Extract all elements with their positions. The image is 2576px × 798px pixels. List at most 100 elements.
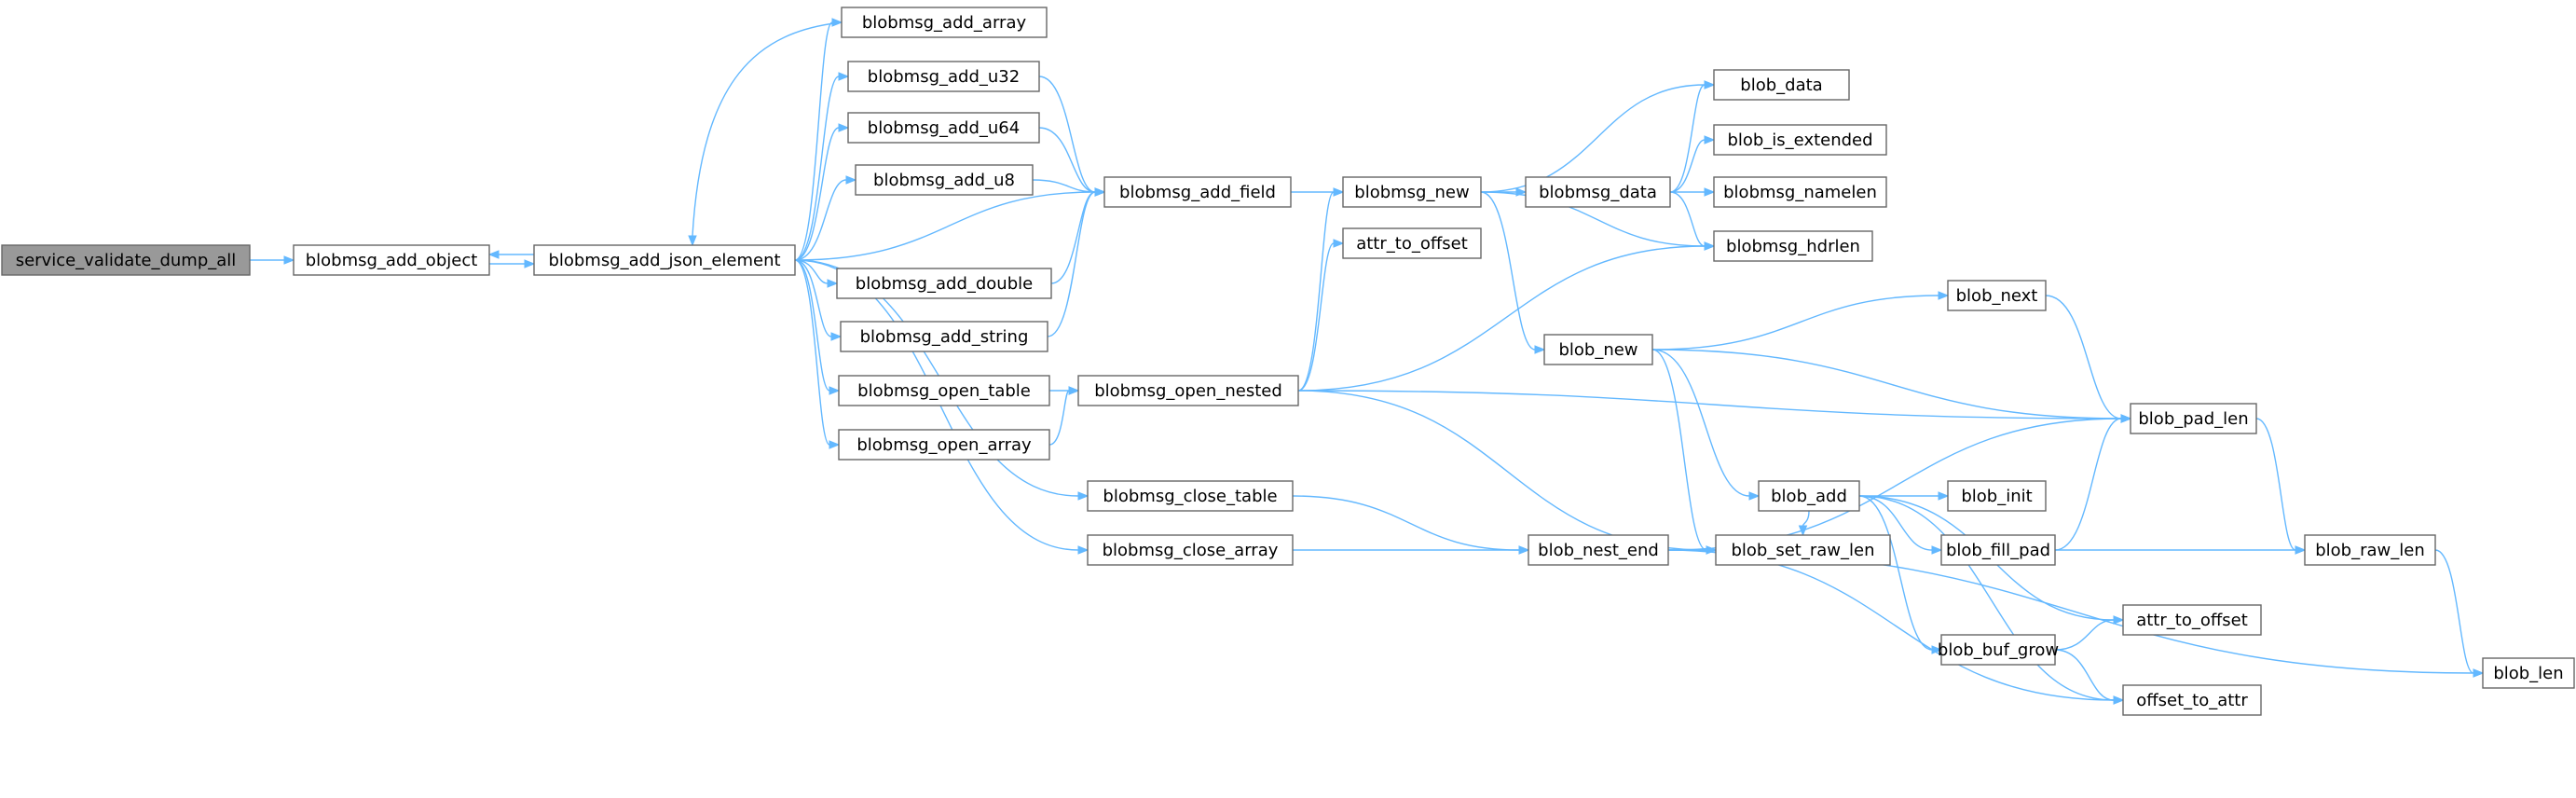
edge-blobmsg-add-json-element-to-blobmsg-open-array xyxy=(794,259,841,449)
node-label: blobmsg_add_field xyxy=(1119,183,1276,202)
node-blobmsg-add-object[interactable]: blobmsg_add_object xyxy=(293,244,490,276)
edge-blobmsg-open-nested-to-blob-pad-len xyxy=(1297,390,2132,423)
edge-blobmsg-add-json-element-to-blobmsg-close-array xyxy=(794,259,1089,555)
edge-blob-pad-len-to-blob-raw-len xyxy=(2255,418,2307,555)
node-blob-buf-grow[interactable]: blob_buf_grow xyxy=(1938,634,2059,666)
node-offset-to-attr[interactable]: offset_to_attr xyxy=(2122,684,2262,716)
node-blobmsg-hdrlen[interactable]: blobmsg_hdrlen xyxy=(1713,230,1873,262)
edge-blob-buf-grow-to-attr-to-offset xyxy=(2054,615,2125,651)
node-label: blobmsg_close_table xyxy=(1103,487,1277,506)
edge-blobmsg-open-array-to-blobmsg-open-nested xyxy=(1048,386,1080,446)
node-label: offset_to_attr xyxy=(2136,691,2248,710)
node-box xyxy=(1713,69,1850,101)
node-blob-new[interactable]: blob_new xyxy=(1543,334,1653,365)
edge-blob-fill-pad-to-blob-raw-len xyxy=(2055,545,2307,555)
node-blob-fill-pad[interactable]: blob_fill_pad xyxy=(1940,534,2056,566)
node-blob-raw-len[interactable]: blob_raw_len xyxy=(2304,534,2436,566)
edge-blobmsg-add-string-to-blobmsg-add-field xyxy=(1047,187,1106,337)
node-attr-to-offset[interactable]: attr_to_offset xyxy=(1342,227,1482,259)
node-box xyxy=(533,244,796,276)
node-box xyxy=(1713,176,1887,208)
node-blobmsg-add-string[interactable]: blobmsg_add_string xyxy=(840,321,1048,352)
node-box xyxy=(1947,280,2047,311)
node-blobmsg-new[interactable]: blobmsg_new xyxy=(1342,176,1482,208)
node-label: blobmsg_add_u32 xyxy=(868,67,1020,87)
node-label: blobmsg_add_json_element xyxy=(548,251,780,270)
node-blob-is-extended[interactable]: blob_is_extended xyxy=(1713,124,1887,156)
edge-blobmsg-new-to-blob-data xyxy=(1480,80,1716,193)
node-label: blob_buf_grow xyxy=(1938,640,2059,660)
node-blobmsg-add-field[interactable]: blobmsg_add_field xyxy=(1103,176,1292,208)
node-label: blob_data xyxy=(1740,76,1822,95)
node-box xyxy=(1077,375,1299,406)
edge-blob-new-to-blob-next xyxy=(1651,291,1950,351)
edge-blob-buf-grow-to-offset-to-attr xyxy=(2054,649,2125,705)
edge-blob-new-to-blob-set-raw-len xyxy=(1651,349,1718,555)
node-label: blob_add xyxy=(1771,487,1847,506)
node-blob-len[interactable]: blob_len xyxy=(2482,657,2575,689)
node-blob-data[interactable]: blob_data xyxy=(1713,69,1850,101)
node-blobmsg-close-table[interactable]: blobmsg_close_table xyxy=(1087,480,1294,512)
node-label: blobmsg_data xyxy=(1539,183,1657,202)
node-box xyxy=(2130,403,2257,434)
node-label: blob_nest_end xyxy=(1538,541,1659,560)
edge-blobmsg-add-json-element-to-blobmsg-add-u8 xyxy=(794,175,857,261)
node-box xyxy=(841,7,1048,38)
node-blob-nest-end[interactable]: blob_nest_end xyxy=(1528,534,1669,566)
node-blobmsg-add-u32[interactable]: blobmsg_add_u32 xyxy=(847,61,1040,92)
edge-blobmsg-data-to-blobmsg-hdrlen xyxy=(1669,191,1716,251)
node-box xyxy=(1940,634,2056,666)
node-box xyxy=(836,268,1052,299)
node-label: blob_raw_len xyxy=(2315,541,2425,560)
edge-blob-raw-len-to-blob-len xyxy=(2434,549,2485,678)
node-label: blob_next xyxy=(1956,286,2038,306)
node-box xyxy=(847,112,1040,144)
node-blob-pad-len[interactable]: blob_pad_len xyxy=(2130,403,2257,434)
node-blob-next[interactable]: blob_next xyxy=(1947,280,2047,311)
node-label: blobmsg_new xyxy=(1354,183,1469,202)
edge-blob-new-to-blob-pad-len xyxy=(1651,349,2132,423)
node-box xyxy=(1543,334,1653,365)
node-attr-to-offset[interactable]: attr_to_offset xyxy=(2122,604,2262,636)
edge-blobmsg-open-nested-to-attr-to-offset xyxy=(1297,239,1345,392)
node-blobmsg-open-nested[interactable]: blobmsg_open_nested xyxy=(1077,375,1299,406)
node-blob-set-raw-len[interactable]: blob_set_raw_len xyxy=(1715,534,1891,566)
node-blobmsg-data[interactable]: blobmsg_data xyxy=(1525,176,1671,208)
node-blobmsg-add-json-element[interactable]: blobmsg_add_json_element xyxy=(533,244,796,276)
node-blobmsg-add-array[interactable]: blobmsg_add_array xyxy=(841,7,1048,38)
edge-blob-add-to-blob-set-raw-len xyxy=(1798,510,1810,537)
node-label: service_validate_dump_all xyxy=(16,251,237,270)
node-box xyxy=(1,244,251,276)
edge-blobmsg-add-json-element-to-blobmsg-add-object xyxy=(487,250,534,259)
node-box xyxy=(1087,480,1294,512)
node-box xyxy=(1525,176,1671,208)
node-box xyxy=(1713,124,1887,156)
edge-blobmsg-data-to-blobmsg-namelen xyxy=(1670,187,1716,197)
node-box xyxy=(1713,230,1873,262)
node-blobmsg-open-table[interactable]: blobmsg_open_table xyxy=(838,375,1050,406)
node-blob-add[interactable]: blob_add xyxy=(1758,480,1860,512)
node-label: blobmsg_open_table xyxy=(857,381,1031,401)
node-box xyxy=(1342,176,1482,208)
node-blobmsg-add-u8[interactable]: blobmsg_add_u8 xyxy=(855,164,1034,196)
node-label: attr_to_offset xyxy=(2136,611,2248,630)
node-blobmsg-add-double[interactable]: blobmsg_add_double xyxy=(836,268,1052,299)
node-label: blobmsg_add_double xyxy=(856,274,1033,294)
node-label: blob_pad_len xyxy=(2138,409,2248,429)
node-box xyxy=(840,321,1048,352)
node-blobmsg-open-array[interactable]: blobmsg_open_array xyxy=(838,429,1050,461)
edge-blob-add-to-offset-to-attr xyxy=(1858,495,2125,705)
node-box xyxy=(2304,534,2436,566)
edge-blobmsg-close-array-to-blob-nest-end xyxy=(1293,545,1530,555)
edge-blobmsg-open-nested-to-blobmsg-hdrlen xyxy=(1297,241,1716,392)
node-blob-init[interactable]: blob_init xyxy=(1947,480,2047,512)
node-blobmsg-add-u64[interactable]: blobmsg_add_u64 xyxy=(847,112,1040,144)
node-blobmsg-close-array[interactable]: blobmsg_close_array xyxy=(1087,534,1294,566)
edge-blobmsg-add-json-element-to-blobmsg-add-string xyxy=(794,259,843,341)
edge-blobmsg-add-object-to-blobmsg-add-json-element xyxy=(489,259,536,268)
node-box xyxy=(855,164,1034,196)
node-box xyxy=(1715,534,1891,566)
node-blobmsg-namelen[interactable]: blobmsg_namelen xyxy=(1713,176,1887,208)
edge-blob-add-to-blob-buf-grow xyxy=(1858,495,1943,654)
node-box xyxy=(293,244,490,276)
